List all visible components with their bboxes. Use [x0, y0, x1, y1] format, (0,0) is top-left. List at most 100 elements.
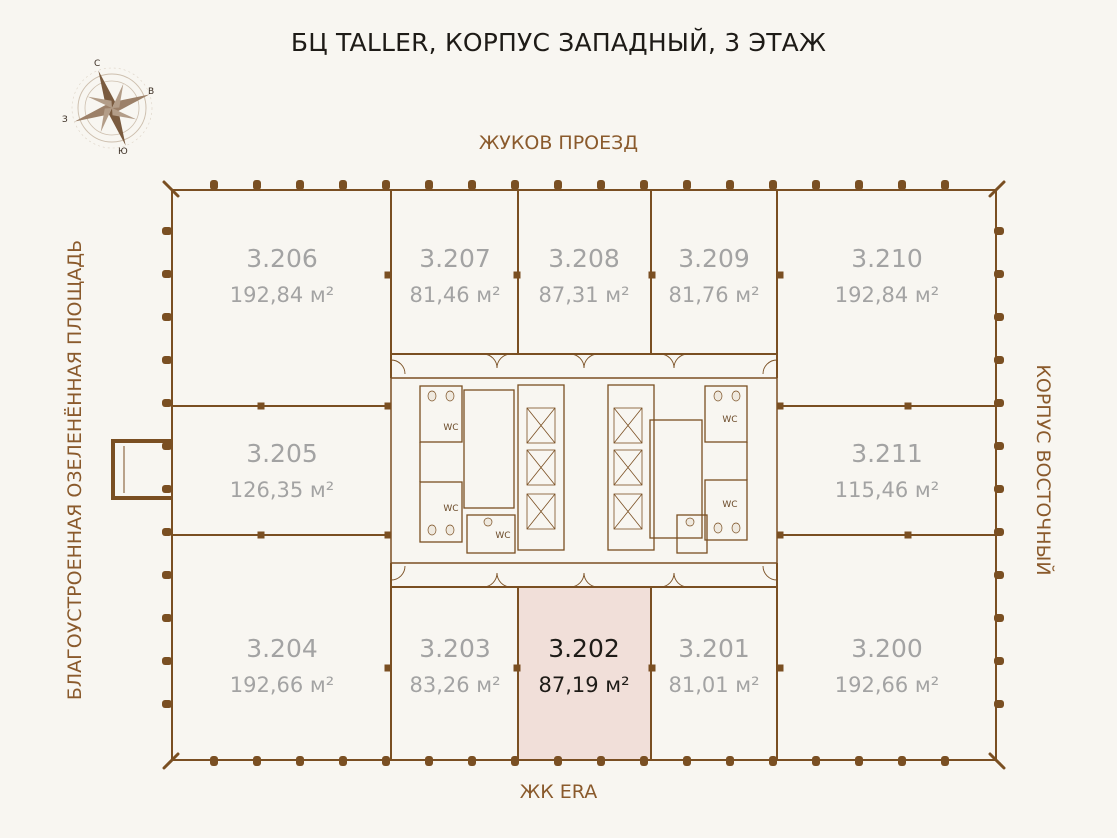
room-number: 3.210 — [851, 244, 923, 273]
column — [162, 700, 172, 708]
room-3.205[interactable] — [172, 406, 391, 535]
column — [776, 271, 784, 279]
column — [296, 756, 304, 766]
column — [513, 271, 521, 279]
column — [683, 756, 691, 766]
column — [339, 756, 347, 766]
room-area: 192,66 м² — [835, 673, 939, 697]
column — [648, 664, 656, 672]
room-area: 192,84 м² — [230, 283, 334, 307]
wc-label: WC — [722, 500, 737, 510]
terrace-outline — [111, 439, 172, 500]
column — [162, 571, 172, 579]
compass-w-label: З — [62, 115, 68, 125]
street-label-south: ЖК ERA — [519, 781, 598, 803]
column — [994, 657, 1004, 665]
room-area: 192,84 м² — [835, 283, 939, 307]
column — [513, 664, 521, 672]
column — [468, 180, 476, 190]
column — [648, 271, 656, 279]
column — [994, 614, 1004, 622]
room-3.210[interactable] — [777, 190, 996, 406]
core-block — [390, 377, 778, 564]
room-area: 192,66 м² — [230, 673, 334, 697]
column — [994, 313, 1004, 321]
column — [384, 402, 392, 410]
room-number: 3.200 — [851, 634, 923, 663]
column — [425, 756, 433, 766]
room-area: 115,46 м² — [835, 478, 939, 502]
wc-label: WC — [495, 531, 510, 541]
column — [384, 664, 392, 672]
column — [683, 180, 691, 190]
column — [257, 531, 265, 539]
column — [994, 227, 1004, 235]
room-number: 3.204 — [246, 634, 318, 663]
column — [994, 442, 1004, 450]
room-area: 126,35 м² — [230, 478, 334, 502]
column — [640, 756, 648, 766]
compass-rose-icon: С В Ю З — [62, 59, 154, 157]
room-3.211[interactable] — [777, 406, 996, 535]
column — [210, 756, 218, 766]
column — [162, 227, 172, 235]
room-area: 81,01 м² — [668, 673, 759, 697]
room-3.206[interactable] — [172, 190, 391, 406]
column — [382, 180, 390, 190]
column — [640, 180, 648, 190]
room-3.208[interactable] — [518, 190, 651, 354]
compass-e-label: В — [148, 87, 154, 97]
room-number: 3.211 — [851, 439, 923, 468]
column — [296, 180, 304, 190]
room-3.204[interactable] — [172, 535, 391, 760]
column — [776, 402, 784, 410]
room-number: 3.203 — [419, 634, 491, 663]
room-number: 3.201 — [678, 634, 750, 663]
column — [162, 528, 172, 536]
room-number: 3.209 — [678, 244, 750, 273]
column — [162, 485, 172, 493]
column — [162, 313, 172, 321]
room-area: 83,26 м² — [409, 673, 500, 697]
column — [253, 180, 261, 190]
column — [511, 756, 519, 766]
room-3.203[interactable] — [391, 587, 518, 760]
column — [382, 756, 390, 766]
room-area: 81,46 м² — [409, 283, 500, 307]
column — [994, 700, 1004, 708]
column — [511, 180, 519, 190]
column — [726, 180, 734, 190]
wc-label: WC — [722, 415, 737, 425]
column — [898, 180, 906, 190]
elevator-shaft — [517, 384, 565, 551]
column — [597, 756, 605, 766]
column — [210, 180, 218, 190]
room-3.209[interactable] — [651, 190, 777, 354]
column — [994, 399, 1004, 407]
room-3.200[interactable] — [777, 535, 996, 760]
wc-label: WC — [443, 423, 458, 433]
column — [994, 485, 1004, 493]
column — [162, 399, 172, 407]
column — [162, 657, 172, 665]
column — [257, 402, 265, 410]
room-number: 3.202 — [548, 634, 620, 663]
elevator-shaft — [607, 384, 655, 551]
room-number: 3.207 — [419, 244, 491, 273]
room-3.207[interactable] — [391, 190, 518, 354]
column — [162, 614, 172, 622]
column — [812, 180, 820, 190]
column — [994, 571, 1004, 579]
street-label-north: ЖУКОВ ПРОЕЗД — [478, 132, 639, 154]
page-title: БЦ TALLER, КОРПУС ЗАПАДНЫЙ, 3 ЭТАЖ — [290, 28, 827, 57]
column — [468, 756, 476, 766]
room-number: 3.205 — [246, 439, 318, 468]
column — [941, 756, 949, 766]
room-3.202[interactable] — [517, 586, 652, 761]
column — [769, 756, 777, 766]
column — [898, 756, 906, 766]
column — [425, 180, 433, 190]
room-3.201[interactable] — [651, 587, 777, 760]
column — [994, 270, 1004, 278]
